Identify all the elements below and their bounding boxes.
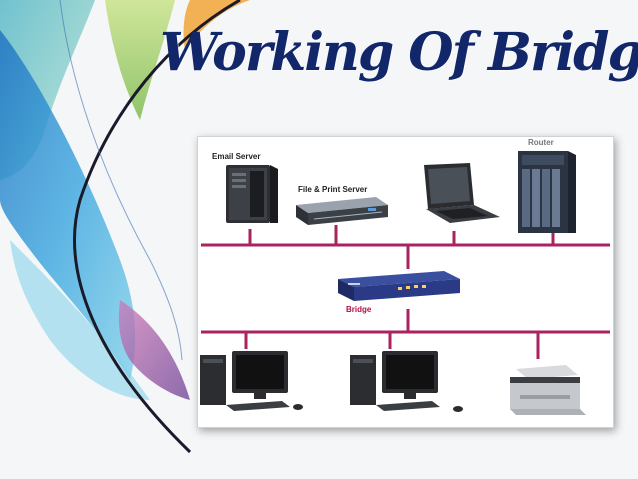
email-server-label: Email Server [212, 152, 261, 161]
feather-quill [73, 0, 241, 454]
feather-orange [183, 0, 250, 50]
top-lan-segment [201, 225, 610, 247]
rack-server-icon [296, 197, 388, 225]
network-diagram: Email Server File & Print Server Router … [197, 136, 614, 428]
server-tower-icon [226, 165, 278, 223]
slide-title: Working Of Bridge [160, 22, 638, 83]
desktop-pc-icon [200, 351, 303, 411]
router-label: Router [528, 138, 554, 147]
feather-purple [118, 300, 190, 400]
diagram-canvas [200, 151, 610, 415]
feather-blue [0, 30, 136, 380]
feather-quill-thin [59, 0, 183, 361]
bridge-device-icon [338, 271, 460, 301]
file-print-server-label: File & Print Server [298, 185, 368, 194]
router-icon [518, 151, 576, 233]
bottom-lan-segment [201, 330, 610, 359]
feather-green [105, 0, 175, 120]
laser-printer-icon [510, 365, 586, 415]
desktop-pc-icon [350, 351, 463, 412]
bridge-label: Bridge [346, 305, 372, 314]
laptop-icon [424, 163, 500, 223]
